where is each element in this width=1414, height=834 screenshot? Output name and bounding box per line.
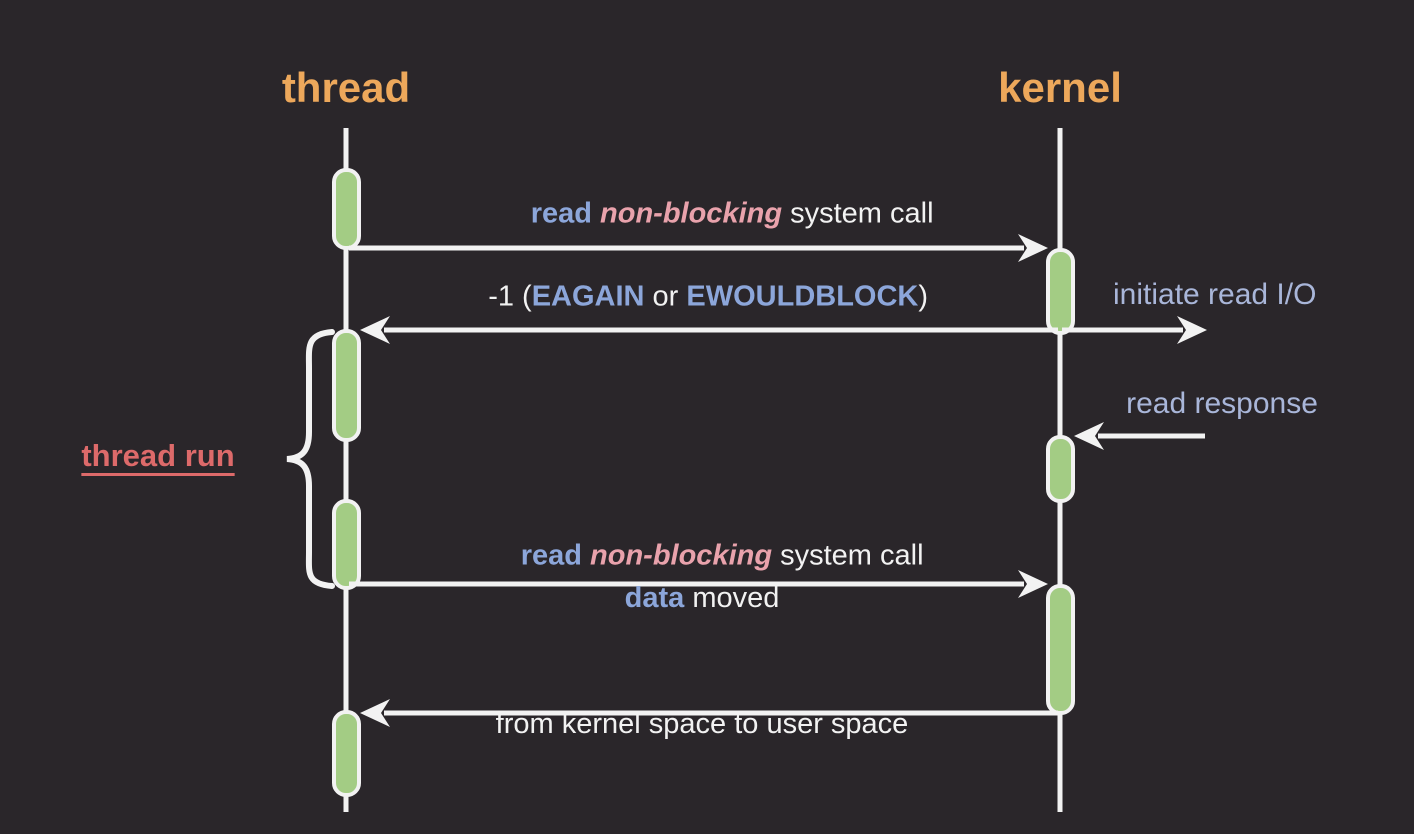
- arrow-call1-head-icon: [1018, 234, 1048, 262]
- message-label-return1: -1 (EAGAIN or EWOULDBLOCK): [456, 248, 928, 347]
- call2-text-rest: system call: [772, 539, 924, 572]
- arrow-call2-head-icon: [1018, 570, 1048, 598]
- kernel-activation-bar-3: [1046, 584, 1075, 715]
- arrow-return1-head-icon: [360, 316, 390, 344]
- data-moved-line2: from kernel space to user space: [495, 708, 909, 740]
- call2-keyword-nonblocking: non-blocking: [590, 539, 773, 572]
- thread-activation-bar-4: [332, 710, 361, 797]
- return1-keyword-ewouldblock: EWOULDBLOCK: [686, 280, 919, 313]
- return1-or: or: [644, 280, 687, 313]
- actor-title-kernel: kernel: [998, 64, 1122, 111]
- label-initiate-read-io: initiate read I/O: [1113, 278, 1317, 311]
- thread-activation-bar-2: [332, 329, 361, 442]
- kernel-activation-bar-2: [1046, 435, 1075, 503]
- arrow-read-response-head-icon: [1074, 422, 1104, 450]
- call1-keyword-read: read: [530, 197, 601, 230]
- message-label-call1: read non-blocking system call: [498, 165, 934, 264]
- return1-suffix: ): [918, 280, 929, 313]
- arrow-initiate-io-head-icon: [1177, 316, 1207, 344]
- thread-activation-bar-1: [332, 168, 361, 250]
- thread-run-brace-icon: [286, 329, 335, 589]
- message-label-call2: read non-blocking system call: [488, 507, 924, 606]
- call1-keyword-nonblocking: non-blocking: [600, 197, 783, 230]
- data-moved-text-moved: moved: [684, 582, 780, 614]
- data-moved-keyword-data: data: [624, 582, 685, 614]
- arrow-data-moved-head-icon: [360, 699, 390, 727]
- call2-keyword-read: read: [520, 539, 591, 572]
- actor-title-thread: thread: [281, 64, 411, 111]
- kernel-activation-bar-1: [1046, 248, 1075, 335]
- return1-prefix: -1 (: [488, 280, 532, 313]
- return1-keyword-eagain: EAGAIN: [531, 280, 645, 313]
- label-read-response: read response: [1126, 387, 1318, 420]
- thread-activation-bar-3: [332, 499, 361, 590]
- annotation-thread-run: thread run: [81, 438, 235, 473]
- call1-text-rest: system call: [782, 197, 934, 230]
- data-moved-line1: data moved: [496, 577, 909, 619]
- message-label-data-moved: data moved from kernel space to user spa…: [496, 493, 909, 829]
